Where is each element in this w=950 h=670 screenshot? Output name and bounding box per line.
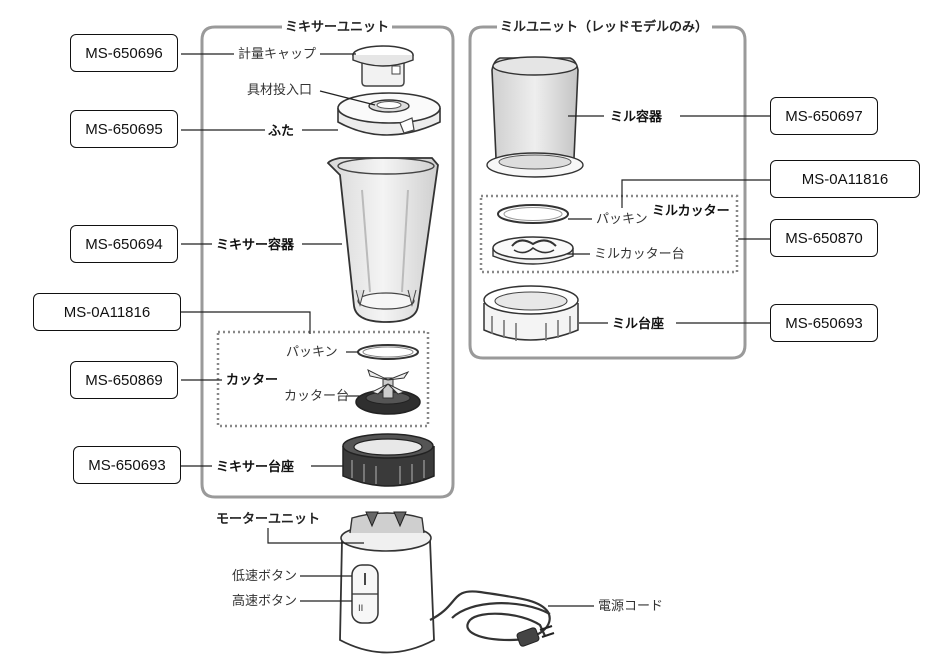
mill-cutter-illustration	[492, 236, 574, 265]
label-mill-container: ミル容器	[610, 109, 663, 125]
mixer-unit-title: ミキサーユニット	[285, 20, 389, 35]
label-packing-mixer: パッキン	[286, 345, 338, 360]
mixer-unit-frame: ミキサーユニット	[200, 20, 455, 499]
label-measuring-cap: 計量キャップ	[238, 46, 316, 62]
label-ingredient-inlet: 具材投入口	[247, 82, 312, 98]
label-mill-cutter: ミルカッター	[652, 204, 730, 219]
packing-mixer-illustration	[357, 344, 419, 360]
label-mill-base-seat: ミル台座	[612, 316, 664, 332]
label-packing-mill: パッキン	[596, 212, 648, 227]
label-power-cord: 電源コード	[598, 599, 663, 614]
measuring-cap-illustration	[352, 45, 414, 87]
motor-unit-title: モーターユニット	[216, 512, 320, 527]
code-box-cutter: MS-650869	[70, 361, 178, 399]
label-lid: ふた	[268, 124, 294, 139]
label-high-speed-button: 高速ボタン	[232, 593, 297, 609]
code-box-mixer-container: MS-650694	[70, 225, 178, 263]
mixer-base-seat-illustration	[342, 433, 435, 487]
label-mill-cutter-base: ミルカッター台	[594, 247, 685, 262]
code-box-lid: MS-650695	[70, 110, 178, 148]
code-box-measuring-cap: MS-650696	[70, 34, 178, 72]
mill-container-illustration	[486, 56, 584, 178]
code-box-mill-base-seat: MS-650693	[770, 304, 878, 342]
label-mixer-base-seat: ミキサー台座	[216, 459, 294, 475]
label-low-speed-button: 低速ボタン	[232, 569, 297, 584]
code-box-packing-mixer: MS-0A11816	[33, 293, 181, 331]
svg-text:II: II	[358, 604, 363, 614]
mill-cutter-group-box	[479, 194, 739, 274]
code-box-mill-cutter: MS-650870	[770, 219, 878, 257]
packing-mill-illustration	[497, 204, 569, 224]
mill-unit-frame: ミルユニット（レッドモデルのみ）	[468, 19, 747, 360]
mixer-container-illustration	[326, 157, 439, 323]
label-mixer-container: ミキサー容器	[216, 237, 295, 253]
label-cutter-base: カッター台	[284, 389, 349, 404]
cutter-illustration	[355, 369, 421, 415]
label-cutter: カッター	[226, 373, 278, 388]
motor-unit-illustration: II	[339, 511, 555, 654]
mill-unit-title: ミルユニット（レッドモデルのみ）	[500, 19, 708, 35]
mill-base-seat-illustration	[483, 285, 579, 341]
code-box-mill-container: MS-650697	[770, 97, 878, 135]
lid-illustration	[337, 92, 441, 136]
cutter-group-box	[216, 330, 430, 428]
code-box-mixer-base-seat: MS-650693	[73, 446, 181, 484]
code-box-packing-mill: MS-0A11816	[770, 160, 920, 198]
leader-lines	[181, 53, 770, 607]
